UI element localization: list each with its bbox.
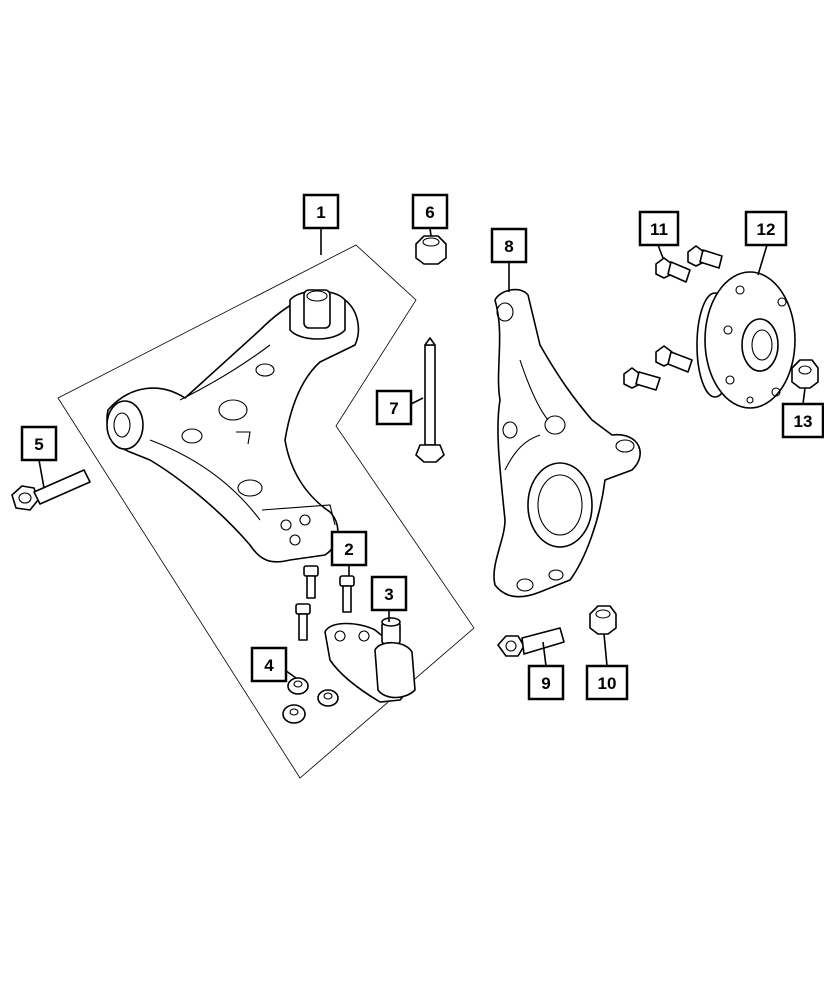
ball-joint-bolts xyxy=(295,565,355,641)
callout-5: 5 xyxy=(20,425,58,462)
callout-13: 13 xyxy=(781,402,824,439)
lower-control-arm xyxy=(106,289,360,563)
callout-label-10: 10 xyxy=(598,674,617,693)
wheel-hub-bearing xyxy=(696,271,796,409)
callout-label-2: 2 xyxy=(344,540,353,559)
hub-nut xyxy=(791,359,819,389)
callout-label-12: 12 xyxy=(757,220,776,239)
callout-label-13: 13 xyxy=(794,412,813,431)
control-arm-bolt xyxy=(11,469,91,511)
callout-11: 11 xyxy=(638,210,680,247)
callout-label-8: 8 xyxy=(504,237,513,256)
callout-2: 2 xyxy=(330,530,368,567)
callout-8: 8 xyxy=(490,227,528,264)
callout-label-7: 7 xyxy=(389,399,398,418)
callout-6: 6 xyxy=(411,193,449,230)
callout-3: 3 xyxy=(370,575,408,612)
callout-9: 9 xyxy=(527,664,565,701)
callout-1: 1 xyxy=(302,193,340,230)
callout-label-1: 1 xyxy=(316,203,325,222)
ball-joint xyxy=(324,617,416,703)
callout-label-5: 5 xyxy=(34,435,43,454)
callout-label-6: 6 xyxy=(425,203,434,222)
callout-12: 12 xyxy=(744,210,788,247)
strut-bolt xyxy=(415,337,445,463)
knuckle-nut xyxy=(415,235,447,265)
callout-label-9: 9 xyxy=(541,674,550,693)
knuckle-bolt-nut xyxy=(589,605,617,635)
hub-bolts xyxy=(623,245,723,391)
steering-knuckle xyxy=(493,288,641,598)
callout-label-11: 11 xyxy=(650,220,668,239)
callout-label-4: 4 xyxy=(264,656,274,675)
knuckle-bolt xyxy=(497,627,565,657)
callout-10: 10 xyxy=(585,664,629,701)
callout-4: 4 xyxy=(250,646,288,683)
callout-7: 7 xyxy=(375,389,413,426)
callout-label-3: 3 xyxy=(384,585,393,604)
kit-group-outline xyxy=(57,244,475,779)
control-arm-nuts xyxy=(282,677,339,724)
